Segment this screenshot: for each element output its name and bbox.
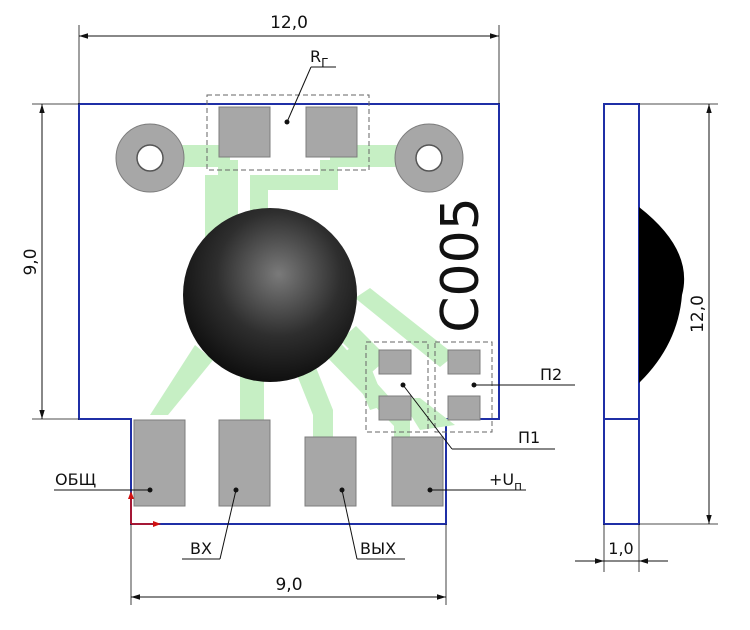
dimension-left-height xyxy=(32,103,79,420)
label-input: ВХ xyxy=(190,539,212,558)
dimension-side-height-label: 12,0 xyxy=(688,295,708,333)
dimension-side-height xyxy=(639,103,718,525)
chip-marking: C005 xyxy=(431,197,491,333)
mounting-hole-left xyxy=(115,123,185,193)
pad-common xyxy=(133,419,186,507)
dimension-side-thickness xyxy=(575,524,668,572)
dimension-top-width xyxy=(78,25,500,104)
label-supply: +Uп xyxy=(489,470,522,493)
side-view xyxy=(603,103,685,525)
dimension-side-thickness-label: 1,0 xyxy=(608,539,633,558)
dimension-bottom-width xyxy=(130,524,447,605)
label-rg: RГ xyxy=(310,47,328,70)
chip-component xyxy=(183,208,357,382)
dimension-top-label: 12,0 xyxy=(270,13,308,33)
label-p2: П2 xyxy=(540,365,562,384)
coordinate-axis xyxy=(128,491,161,527)
pad-supply xyxy=(391,436,444,507)
label-output: ВЫХ xyxy=(360,539,396,558)
connector-pads xyxy=(133,419,444,507)
p2-footprint xyxy=(434,341,493,433)
pad-output xyxy=(304,436,357,507)
dimension-bottom-label: 9,0 xyxy=(275,575,302,595)
dimension-left-label: 9,0 xyxy=(21,248,41,275)
label-common: ОБЩ xyxy=(55,470,96,489)
pad-input xyxy=(218,419,271,507)
label-p1: П1 xyxy=(518,428,540,447)
p1-footprint xyxy=(365,341,429,433)
side-view-component xyxy=(639,207,685,383)
mounting-hole-right xyxy=(394,123,464,193)
rg-resistor-footprint xyxy=(206,94,370,171)
